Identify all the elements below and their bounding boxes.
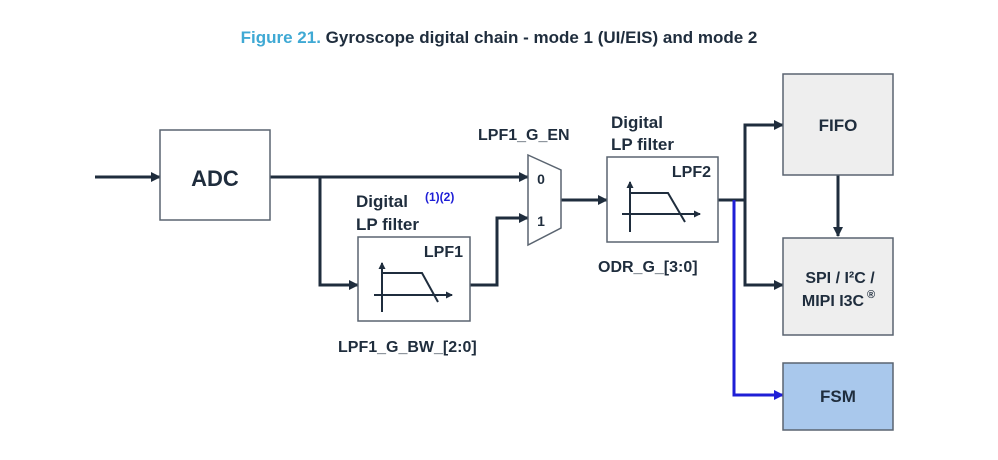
to-spi-line	[743, 200, 784, 290]
lpf1-to-mux-line	[470, 213, 529, 287]
figure-number: Figure 21.	[240, 28, 321, 47]
lpf1-response-icon	[374, 262, 453, 312]
lpf2-block	[606, 156, 719, 243]
lpf1-bw-label: LPF1_G_BW_[2:0]	[338, 339, 477, 356]
signal-lines	[95, 120, 843, 290]
lpf1-label: LPF1	[424, 244, 463, 261]
fsm-label: FSM	[820, 387, 856, 406]
to-fifo-line	[743, 120, 784, 200]
adc-to-lpf1-line	[318, 177, 359, 290]
interface-block	[782, 237, 894, 336]
mux-enable-label: LPF1_G_EN	[478, 127, 570, 144]
lpf2-label: LPF2	[672, 164, 711, 181]
mux-input-1: 1	[537, 213, 545, 229]
interface-label-line2: MIPI I3C	[802, 293, 865, 310]
figure-caption: Gyroscope digital chain - mode 1 (UI/EIS…	[325, 28, 758, 47]
lpf1-title-line2: LP filter	[356, 215, 419, 234]
lpf2-response-icon	[622, 181, 701, 232]
lpf1-block	[357, 236, 471, 322]
lpf2-title-line1: Digital	[611, 113, 663, 132]
adc-block	[159, 129, 271, 221]
registered-mark: ®	[867, 289, 875, 301]
to-fsm-line	[732, 200, 784, 400]
lpf2-title-line2: LP filter	[611, 135, 674, 154]
fsm-block	[782, 362, 894, 431]
adc-label: ADC	[191, 166, 239, 191]
lpf1-notes: (1)(2)	[425, 190, 454, 204]
odr-label: ODR_G_[3:0]	[598, 259, 698, 276]
mux-input-0: 0	[537, 171, 545, 187]
fifo-label: FIFO	[819, 116, 858, 135]
interface-label-line1: SPI / I²C /	[805, 270, 875, 287]
figure-title: Figure 21. Gyroscope digital chain - mod…	[0, 28, 998, 48]
mux-block	[527, 153, 562, 247]
lpf1-title-line1: Digital	[356, 192, 408, 211]
fifo-block	[782, 73, 894, 176]
